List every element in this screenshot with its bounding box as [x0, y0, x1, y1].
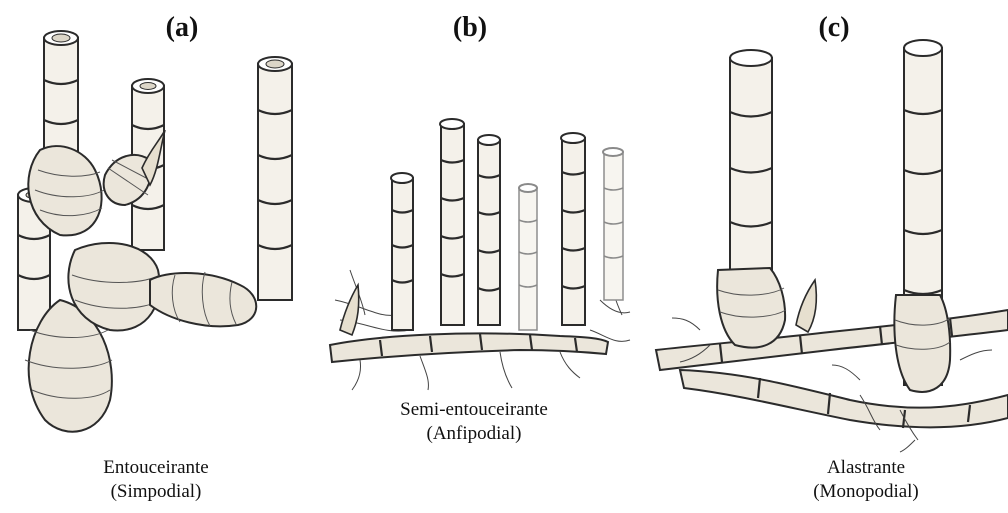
caption-anfipodial-name: Semi-entouceirante [354, 398, 594, 422]
caption-monopodial: Alastrante (Monopodial) [746, 456, 986, 504]
illustration-anfipodial [330, 119, 630, 390]
caption-monopodial-type: (Monopodial) [746, 480, 986, 504]
panel-label-c: (c) [794, 12, 874, 44]
illustration-monopodial [656, 40, 1008, 452]
illustration-simpodial [18, 31, 292, 432]
caption-monopodial-name: Alastrante [746, 456, 986, 480]
caption-simpodial-type: (Simpodial) [36, 480, 276, 504]
caption-anfipodial: Semi-entouceirante (Anfipodial) [354, 398, 594, 446]
caption-anfipodial-type: (Anfipodial) [354, 422, 594, 446]
caption-simpodial-name: Entouceirante [36, 456, 276, 480]
caption-simpodial: Entouceirante (Simpodial) [36, 456, 276, 504]
panel-label-b: (b) [430, 12, 510, 44]
panel-label-a: (a) [142, 12, 222, 44]
